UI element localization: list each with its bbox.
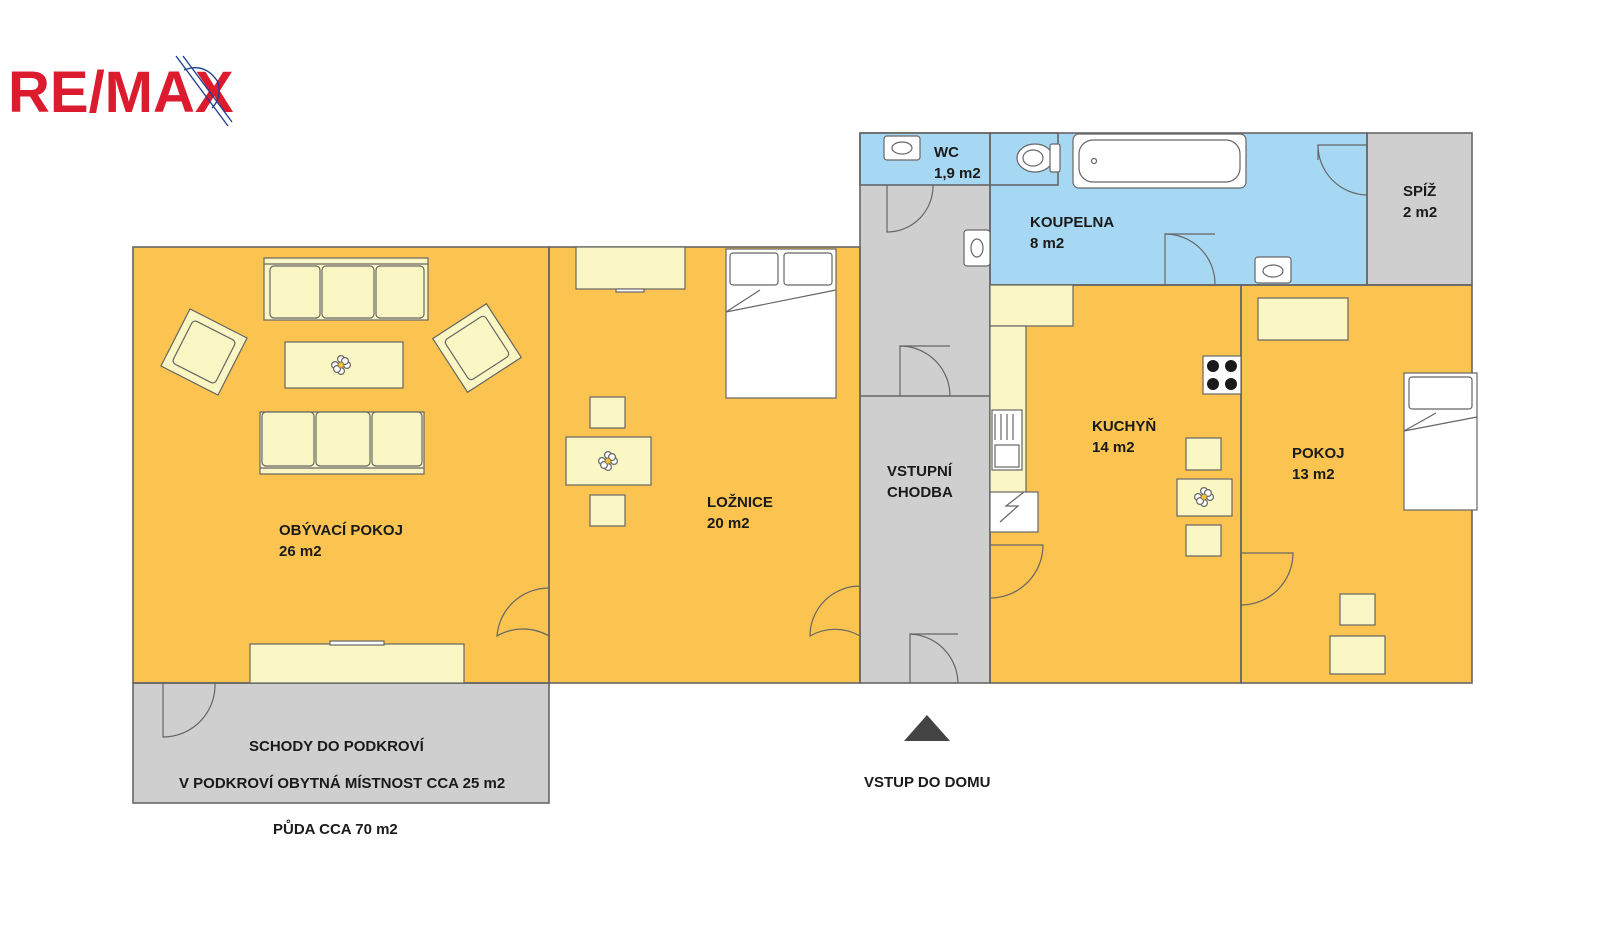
bath-fixtures <box>883 133 1292 284</box>
kitchen-table <box>1176 478 1233 517</box>
living-furniture <box>160 257 523 684</box>
label-pokoj-area: 13 m2 <box>1292 466 1335 483</box>
flower-icon <box>1194 487 1215 508</box>
triangle-up-icon <box>904 715 950 741</box>
label-loznice-area: 20 m2 <box>707 515 750 532</box>
label-koupelna-area: 8 m2 <box>1030 235 1064 252</box>
chair <box>1185 437 1222 471</box>
chair <box>1339 593 1376 626</box>
label-koupelna-name: KOUPELNA <box>1030 214 1114 231</box>
kitchen-counter <box>989 284 1074 327</box>
chair <box>589 396 626 429</box>
cooktop <box>1202 355 1242 395</box>
chair <box>589 494 626 527</box>
room-vstupni-chodba <box>860 185 990 683</box>
small-table <box>1329 635 1386 675</box>
label-spiz-name: SPÍŽ <box>1403 182 1436 200</box>
room-schody <box>133 683 549 803</box>
chair <box>1185 524 1222 557</box>
label-obyvaci-area: 26 m2 <box>279 543 322 560</box>
label-loznice-name: LOŽNICE <box>707 493 773 511</box>
bedroom-furniture <box>565 246 837 527</box>
label-obyvaci-name: OBÝVACÍ POKOJ <box>279 521 403 539</box>
label-pokoj-name: POKOJ <box>1292 445 1345 462</box>
tv-cabinet <box>249 643 465 684</box>
balloon-icon <box>175 55 233 127</box>
dishwasher <box>989 491 1039 533</box>
label-wc-area: 1,9 m2 <box>934 165 981 182</box>
kitchen-furniture <box>989 284 1242 557</box>
toilet <box>1016 143 1061 173</box>
label-spiz-area: 2 m2 <box>1403 204 1437 221</box>
desk <box>575 246 686 290</box>
label-schody-line1: SCHODY DO PODKROVÍ <box>249 738 425 755</box>
armchair-right <box>431 302 523 394</box>
label-puda: PŮDA CCA 70 m2 <box>273 819 398 838</box>
doors <box>162 144 1368 738</box>
label-entrance: VSTUP DO DOMU <box>864 774 990 791</box>
label-kuchyn-name: KUCHYŇ <box>1092 417 1156 435</box>
room-spiz <box>1367 133 1472 285</box>
label-kuchyn-area: 14 m2 <box>1092 439 1135 456</box>
label-chodba-line1: VSTUPNÍ <box>887 463 953 480</box>
remax-logo: RE/MAX <box>8 55 234 127</box>
desk <box>1257 297 1349 341</box>
flower-icon <box>331 355 352 376</box>
label-wc-name: WC <box>934 144 959 161</box>
label-chodba-line2: CHODBA <box>887 484 953 501</box>
room-furniture <box>1257 297 1478 675</box>
label-schody-line2: V PODKROVÍ OBYTNÁ MÍSTNOST CCA 25 m2 <box>179 775 505 792</box>
armchair-left <box>160 308 248 396</box>
walls <box>132 132 1473 804</box>
room-labels: WC 1,9 m2 KOUPELNA 8 m2 SPÍŽ 2 m2 OBÝVAC… <box>179 144 1437 838</box>
flower-icon <box>598 451 619 472</box>
logo-wordmark: RE/MAX <box>8 60 234 125</box>
